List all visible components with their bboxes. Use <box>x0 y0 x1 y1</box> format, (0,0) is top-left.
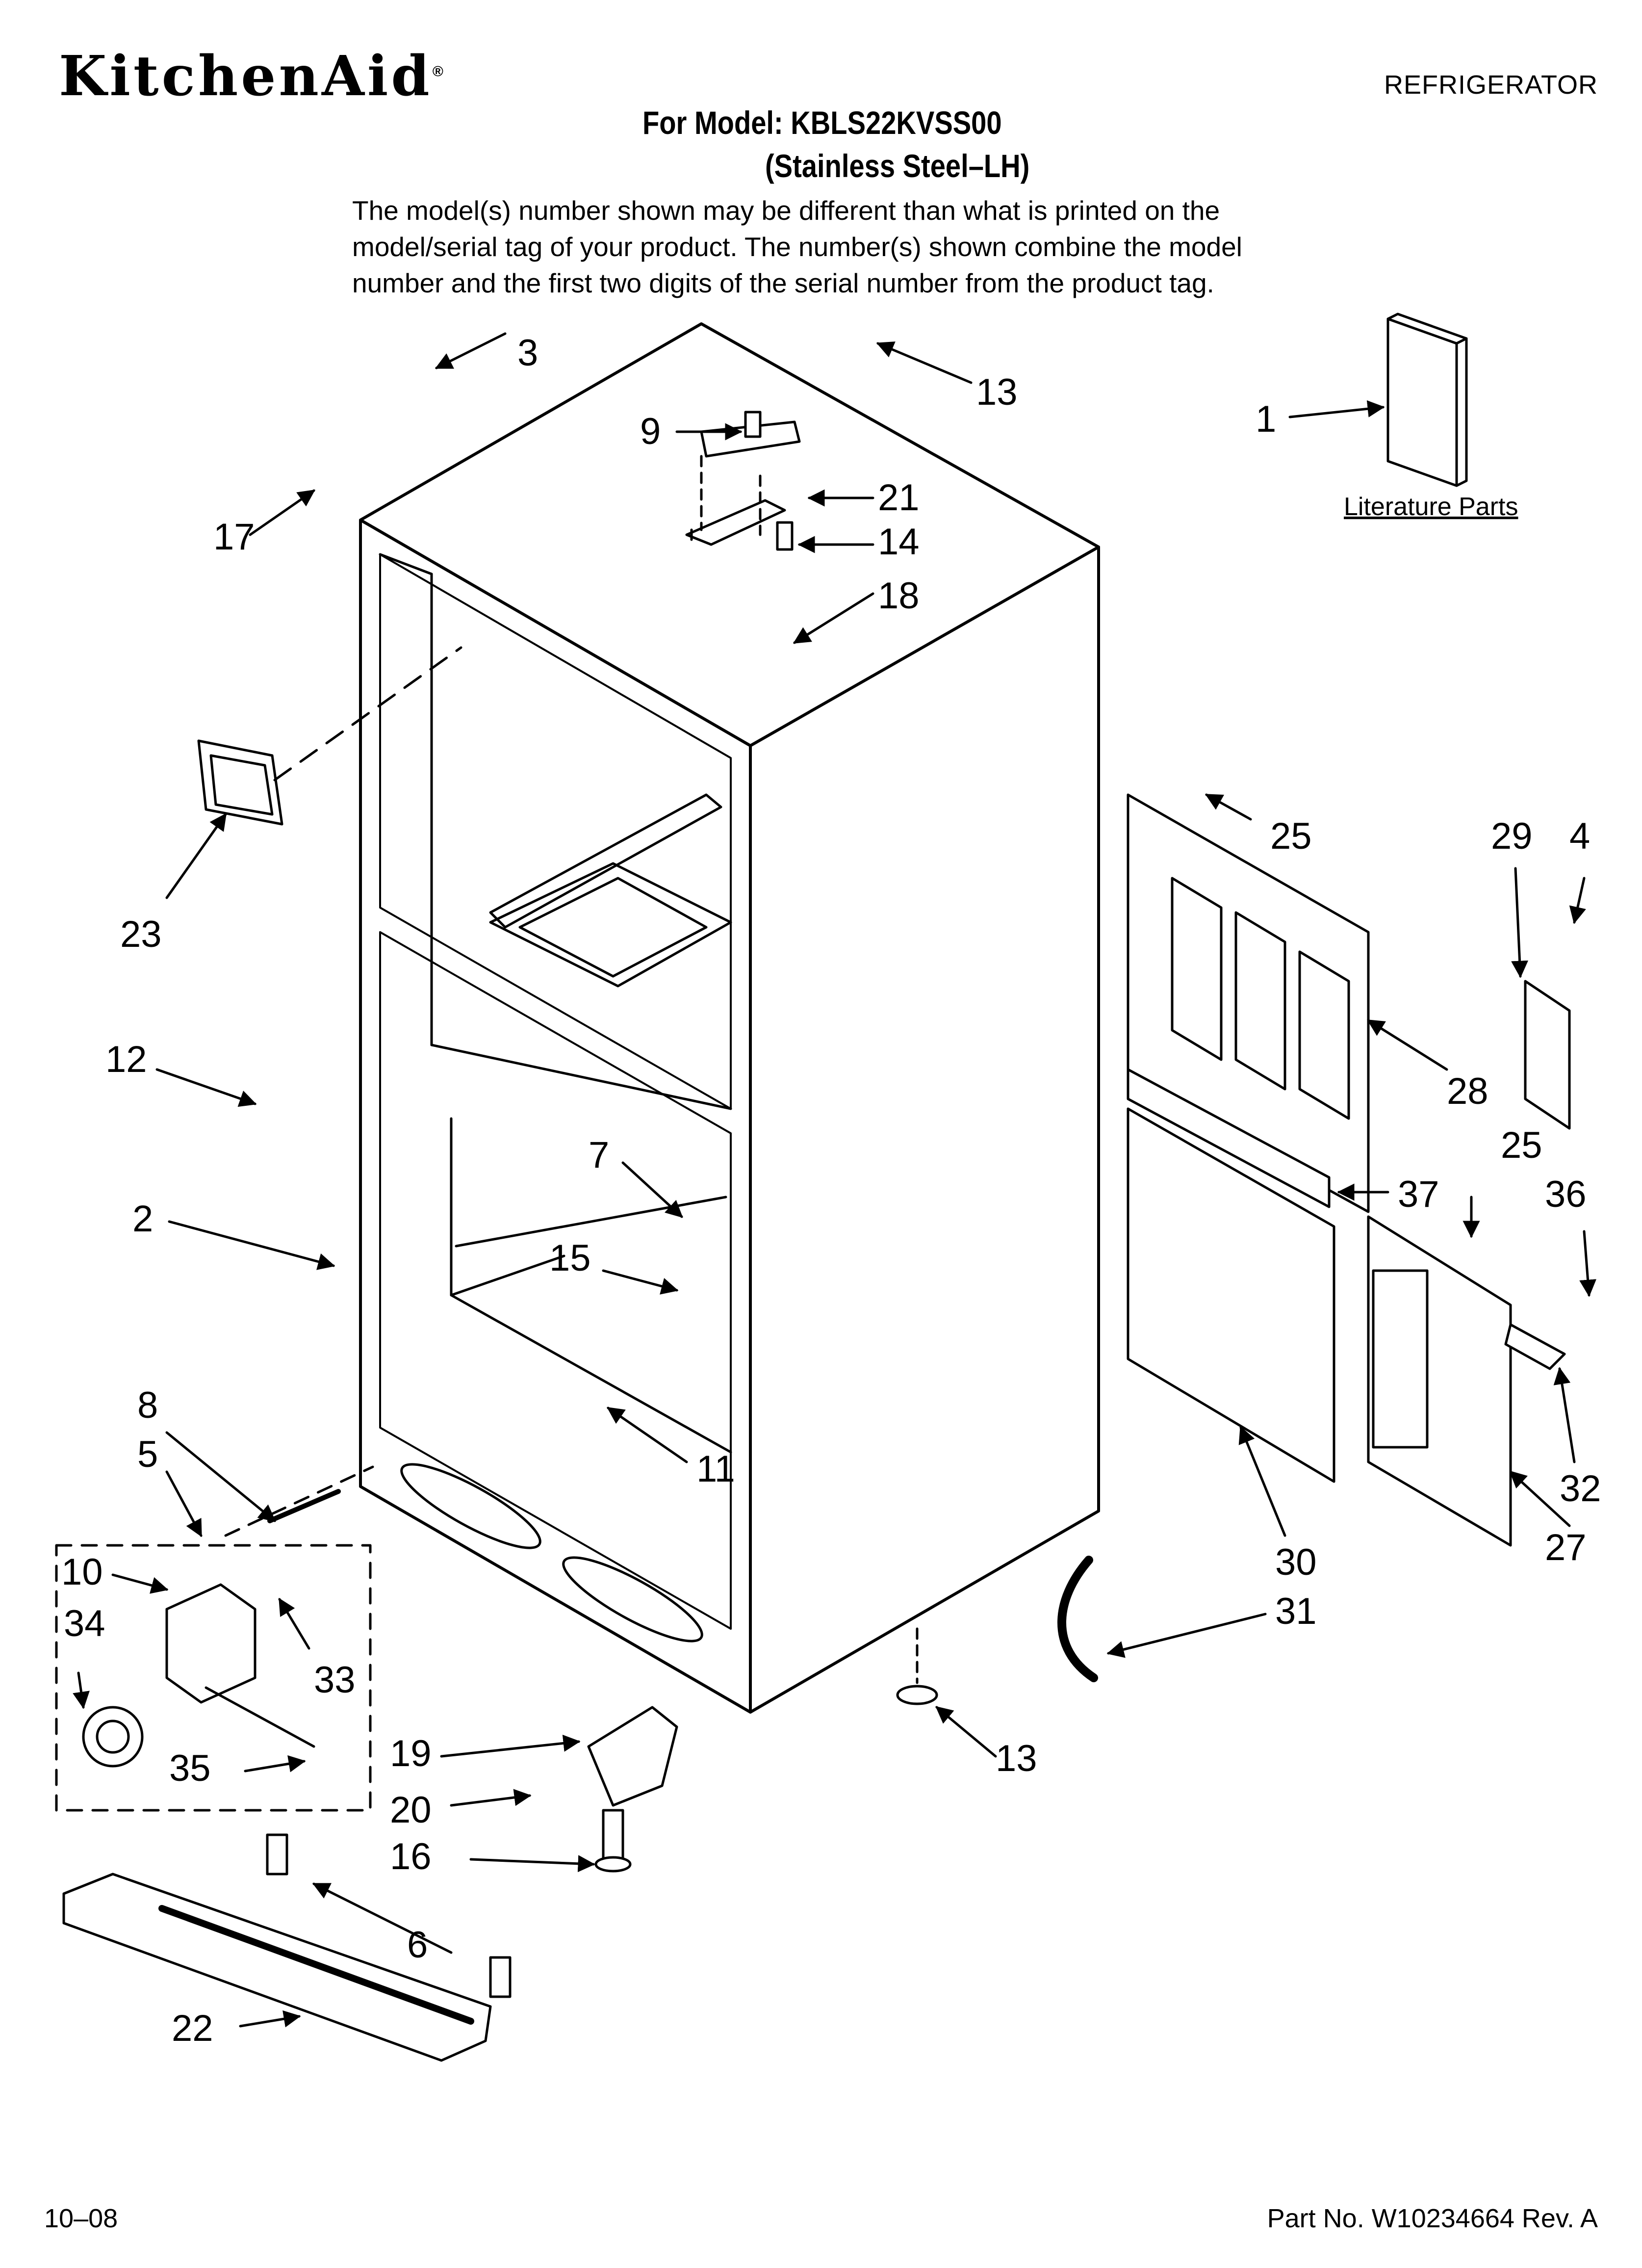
revision-date: 10–08 <box>44 2204 118 2233</box>
brand-logo: KitchenAid® <box>59 49 446 104</box>
callout-30: 30 <box>1275 1541 1317 1583</box>
callout-16: 16 <box>390 1836 432 1877</box>
callout-5: 5 <box>137 1434 158 1475</box>
machine-compartment-cover <box>1127 793 1571 1547</box>
callout-20: 20 <box>390 1789 432 1831</box>
caster-assembly <box>55 1465 374 1812</box>
callout-25-top: 25 <box>1270 815 1312 857</box>
callout-2: 2 <box>132 1198 153 1240</box>
literature-parts-label: Literature Parts <box>1344 493 1518 521</box>
leveling-parts <box>587 1627 938 1873</box>
callout-33: 33 <box>314 1659 356 1701</box>
model-variant: (Stainless Steel–LH) <box>765 148 1030 184</box>
callout-labels: 1 2 3 4 5 6 7 8 9 10 11 12 13 13 14 15 1… <box>61 332 1601 2049</box>
appliance-category: REFRIGERATOR <box>1384 70 1598 100</box>
model-title: For Model: KBLS22KVSS00 <box>642 104 1002 141</box>
callout-9: 9 <box>640 411 661 452</box>
callout-1: 1 <box>1256 398 1276 440</box>
callout-11: 11 <box>696 1448 735 1490</box>
callout-14: 14 <box>878 521 920 563</box>
callout-18: 18 <box>878 575 920 617</box>
callout-27: 27 <box>1545 1527 1587 1568</box>
callout-4: 4 <box>1569 815 1590 857</box>
callout-13-top: 13 <box>976 371 1018 413</box>
callout-23: 23 <box>120 913 162 955</box>
callout-3: 3 <box>517 332 538 374</box>
callout-15: 15 <box>549 1237 591 1279</box>
model-note: The model(s) number shown may be differe… <box>352 195 1242 298</box>
callout-7: 7 <box>589 1134 609 1176</box>
callout-35: 35 <box>169 1747 211 1789</box>
callout-8: 8 <box>137 1384 158 1426</box>
callout-25-right: 25 <box>1501 1124 1542 1166</box>
callout-34: 34 <box>64 1603 105 1644</box>
callout-19: 19 <box>390 1733 432 1774</box>
brand-name: KitchenAid <box>59 44 433 108</box>
callout-10: 10 <box>61 1551 103 1593</box>
callout-21: 21 <box>878 477 920 519</box>
callout-32: 32 <box>1560 1468 1601 1510</box>
callout-29: 29 <box>1491 815 1533 857</box>
callout-17: 17 <box>213 516 255 558</box>
callout-12: 12 <box>105 1039 147 1080</box>
drain-tube <box>1057 1556 1098 1682</box>
brand-mark: ® <box>432 63 446 80</box>
callout-13-bottom: 13 <box>996 1738 1037 1779</box>
toe-grille <box>62 1833 512 2062</box>
literature-booklet <box>1386 313 1468 487</box>
callout-31: 31 <box>1275 1590 1317 1632</box>
callout-37: 37 <box>1398 1173 1439 1215</box>
callout-6: 6 <box>407 1924 428 1966</box>
callout-36: 36 <box>1545 1173 1587 1215</box>
leader-lines <box>73 332 1597 2028</box>
callout-22: 22 <box>172 2007 213 2049</box>
callout-28: 28 <box>1447 1070 1488 1112</box>
control-housing <box>197 646 462 826</box>
part-number: Part No. W10234664 Rev. A <box>1267 2204 1598 2233</box>
